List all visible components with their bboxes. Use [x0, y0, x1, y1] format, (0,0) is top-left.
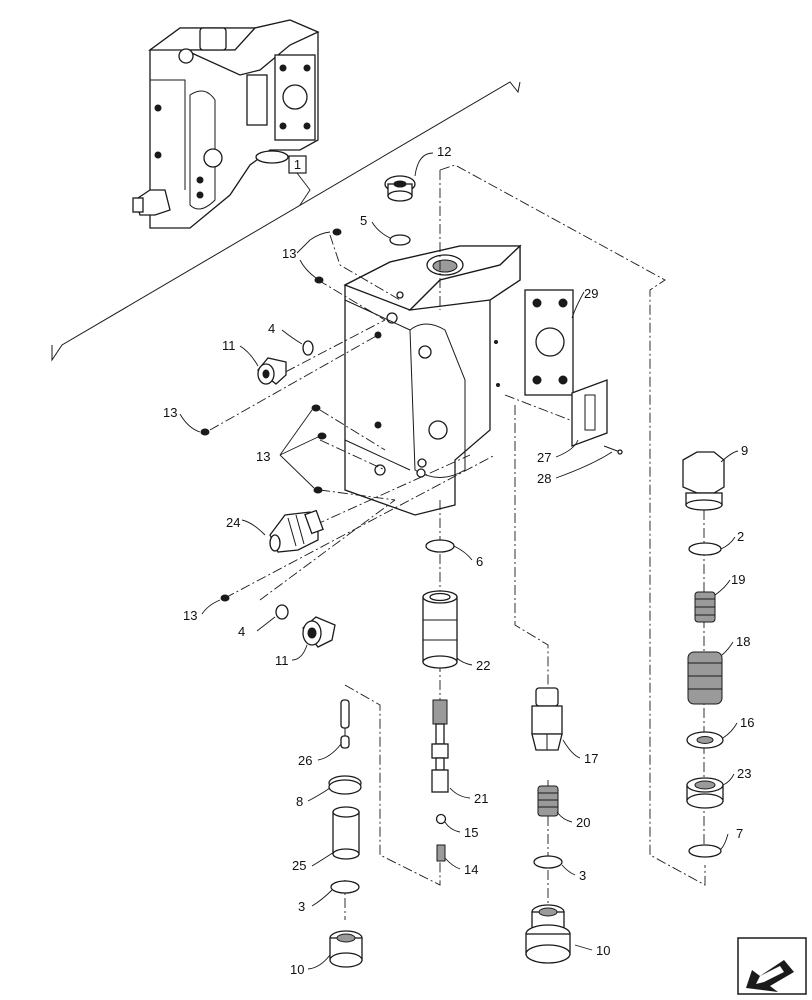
callout-13-d: 13 [183, 608, 197, 623]
callout-27: 27 [537, 450, 551, 465]
part-16-washer [686, 731, 724, 749]
part-25-sleeve [332, 806, 360, 860]
callout-29: 29 [584, 286, 598, 301]
callout-3-a: 3 [298, 899, 305, 914]
callout-23: 23 [737, 766, 751, 781]
callout-25: 25 [292, 858, 306, 873]
part-20-spring [537, 785, 559, 817]
callout-11-b: 11 [275, 653, 289, 668]
part-2-o-ring [688, 542, 722, 556]
part-24-fitting [269, 509, 324, 553]
part-18-spring [687, 651, 723, 705]
callout-26: 26 [298, 753, 312, 768]
leader-lines [179, 152, 739, 970]
callout-labels: 12 5 13 29 4 11 13 13 27 28 9 24 2 6 19 … [163, 144, 754, 977]
part-10-plug-left [329, 930, 363, 968]
part-11-plug-upper [257, 357, 287, 385]
part-4-o-ring-upper [302, 340, 314, 356]
part-26-pin [340, 699, 350, 749]
callout-10-a: 10 [290, 962, 304, 977]
callout-14: 14 [464, 862, 478, 877]
part-3-o-ring-left [330, 880, 360, 894]
callout-12: 12 [437, 144, 451, 159]
callout-3-b: 3 [579, 868, 586, 883]
callout-9: 9 [741, 443, 748, 458]
reference-assembly: 1 [51, 19, 521, 362]
callout-22: 22 [476, 658, 490, 673]
callout-15: 15 [464, 825, 478, 840]
part-8-washer [328, 775, 362, 795]
part-3-o-ring-right [533, 855, 563, 869]
callout-17: 17 [584, 751, 598, 766]
part-9-plug [682, 451, 725, 511]
arrow-navigation-icon[interactable] [737, 937, 807, 995]
part-23-seat [686, 777, 724, 809]
part-28-rivet [603, 445, 623, 455]
callout-2: 2 [737, 529, 744, 544]
callout-10-b: 10 [596, 943, 610, 958]
callout-13-b: 13 [163, 405, 177, 420]
callout-6: 6 [476, 554, 483, 569]
callout-28: 28 [537, 471, 551, 486]
part-10-plug-right [525, 904, 571, 964]
part-12-plug [384, 175, 416, 202]
callout-21: 21 [474, 791, 488, 806]
callout-24: 24 [226, 515, 240, 530]
part-13-screws [200, 228, 342, 602]
callout-20: 20 [576, 815, 590, 830]
part-27-nameplate [571, 379, 608, 447]
valve-body [343, 244, 574, 516]
part-17-spool-piece [531, 687, 563, 751]
callout-7: 7 [736, 826, 743, 841]
part-6-o-ring [425, 539, 455, 553]
part-5-o-ring [389, 234, 411, 246]
callout-13-c: 13 [256, 449, 270, 464]
part-22-sleeve [422, 590, 458, 669]
part-14-spring [436, 844, 446, 862]
part-11-plug-lower [302, 616, 336, 648]
part-19-spring [694, 591, 716, 623]
callout-8: 8 [296, 794, 303, 809]
callout-13-a: 13 [282, 246, 296, 261]
callout-16: 16 [740, 715, 754, 730]
callout-4-b: 4 [238, 624, 245, 639]
part-21-spool [431, 699, 449, 793]
callout-18: 18 [736, 634, 750, 649]
callout-4-a: 4 [268, 321, 275, 336]
part-4-o-ring-lower [275, 604, 289, 620]
part-15-ball [435, 813, 447, 825]
part-7-o-ring [688, 844, 722, 858]
callout-19: 19 [731, 572, 745, 587]
callout-11-a: 11 [222, 338, 236, 353]
reference-label: 1 [294, 157, 301, 172]
callout-5: 5 [360, 213, 367, 228]
